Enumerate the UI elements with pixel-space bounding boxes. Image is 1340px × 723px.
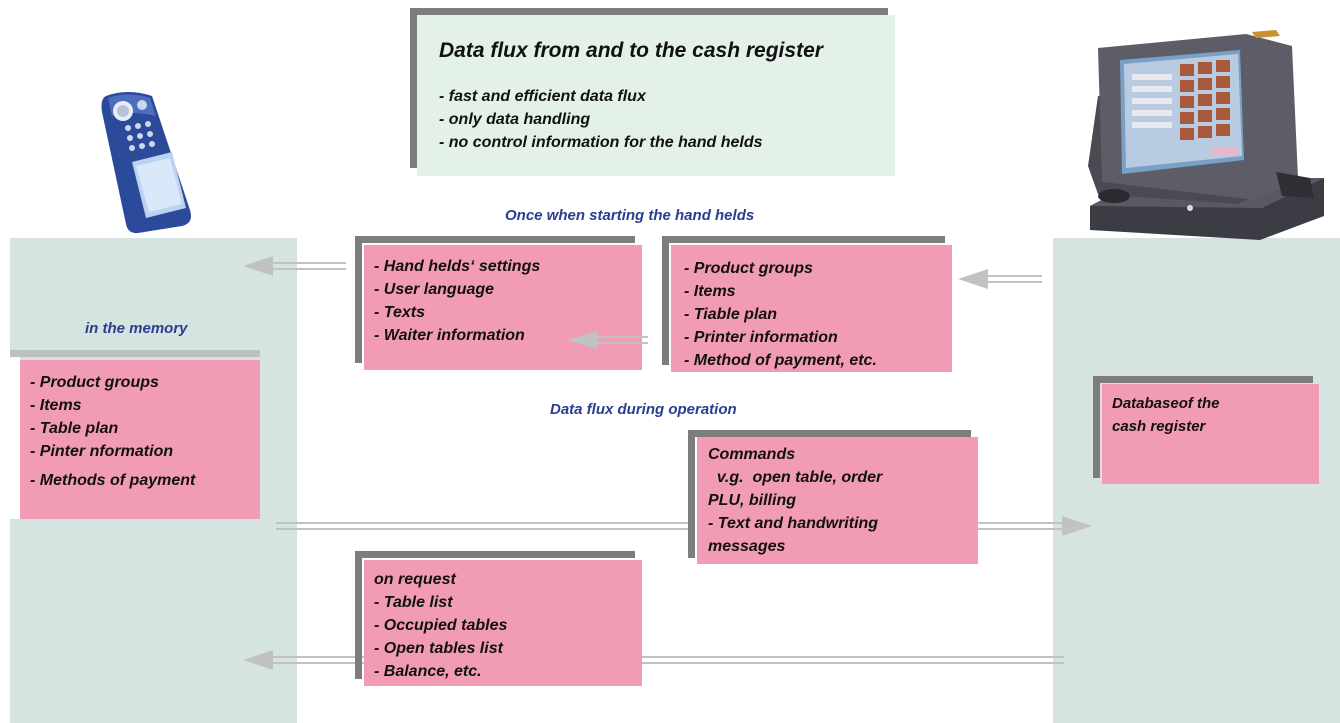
- box-line: Commands: [708, 446, 796, 463]
- box-line: - Balance, etc.: [374, 663, 482, 680]
- operation-label: Data flux during operation: [550, 401, 737, 418]
- box-line: - Product groups: [684, 260, 813, 277]
- header-bullet: - only data handling: [439, 111, 591, 128]
- box-line: - Text and handwriting: [708, 515, 879, 532]
- header-box: Data flux from and to the cash register …: [410, 8, 895, 176]
- handheld-terminal-icon: [101, 92, 191, 234]
- header-bullet: - fast and efficient data flux: [439, 88, 646, 105]
- commands-box: Commands v.g. open table, order PLU, bil…: [688, 430, 978, 564]
- box-line: - Table list: [374, 594, 453, 611]
- memory-box: - Product groups - Items - Table plan - …: [10, 350, 260, 519]
- box-line: - Table plan: [30, 420, 119, 437]
- box-line: - Items: [30, 397, 82, 414]
- pos-terminal-icon: [1088, 30, 1324, 240]
- header-title: Data flux from and to the cash register: [439, 39, 823, 62]
- box-line: - Items: [684, 283, 736, 300]
- box-line: PLU, billing: [708, 492, 796, 509]
- arrow-to-products-box: [958, 269, 1042, 289]
- box-line: - Methods of payment: [30, 472, 196, 489]
- box-line: - User language: [374, 281, 495, 298]
- arrow-to-handheld-startup: [243, 256, 346, 276]
- box-line: on request: [374, 571, 456, 588]
- box-line: - Texts: [374, 304, 425, 321]
- box-line: - Tiable plan: [684, 306, 778, 323]
- box-line: cash register: [1112, 418, 1206, 435]
- arrow-to-settings-box: [567, 331, 648, 349]
- arrow-to-cash-register: [276, 516, 1092, 536]
- box-line: - Waiter information: [374, 327, 525, 344]
- box-line: messages: [708, 538, 786, 555]
- header-bullet: - no control information for the hand he…: [439, 134, 763, 151]
- box-line: - Method of payment, etc.: [684, 352, 877, 369]
- memory-label: in the memory: [85, 320, 188, 337]
- box-line: - Hand helds‘ settings: [374, 258, 541, 275]
- box-line: - Occupied tables: [374, 617, 508, 634]
- startup-label: Once when starting the hand helds: [505, 207, 755, 224]
- box-line: Databaseof the: [1112, 395, 1220, 412]
- settings-box: - Hand helds‘ settings - User language -…: [355, 236, 642, 370]
- box-line: - Printer information: [684, 329, 838, 346]
- box-line: - Open tables list: [374, 640, 503, 657]
- box-line: - Product groups: [30, 374, 159, 391]
- box-line: v.g. open table, order: [708, 469, 883, 486]
- box-line: - Pinter nformation: [30, 443, 174, 460]
- database-box: Databaseof the cash register: [1093, 376, 1319, 484]
- on-request-box: on request - Table list - Occupied table…: [355, 551, 642, 686]
- products-startup-box: - Product groups - Items - Tiable plan -…: [662, 236, 952, 372]
